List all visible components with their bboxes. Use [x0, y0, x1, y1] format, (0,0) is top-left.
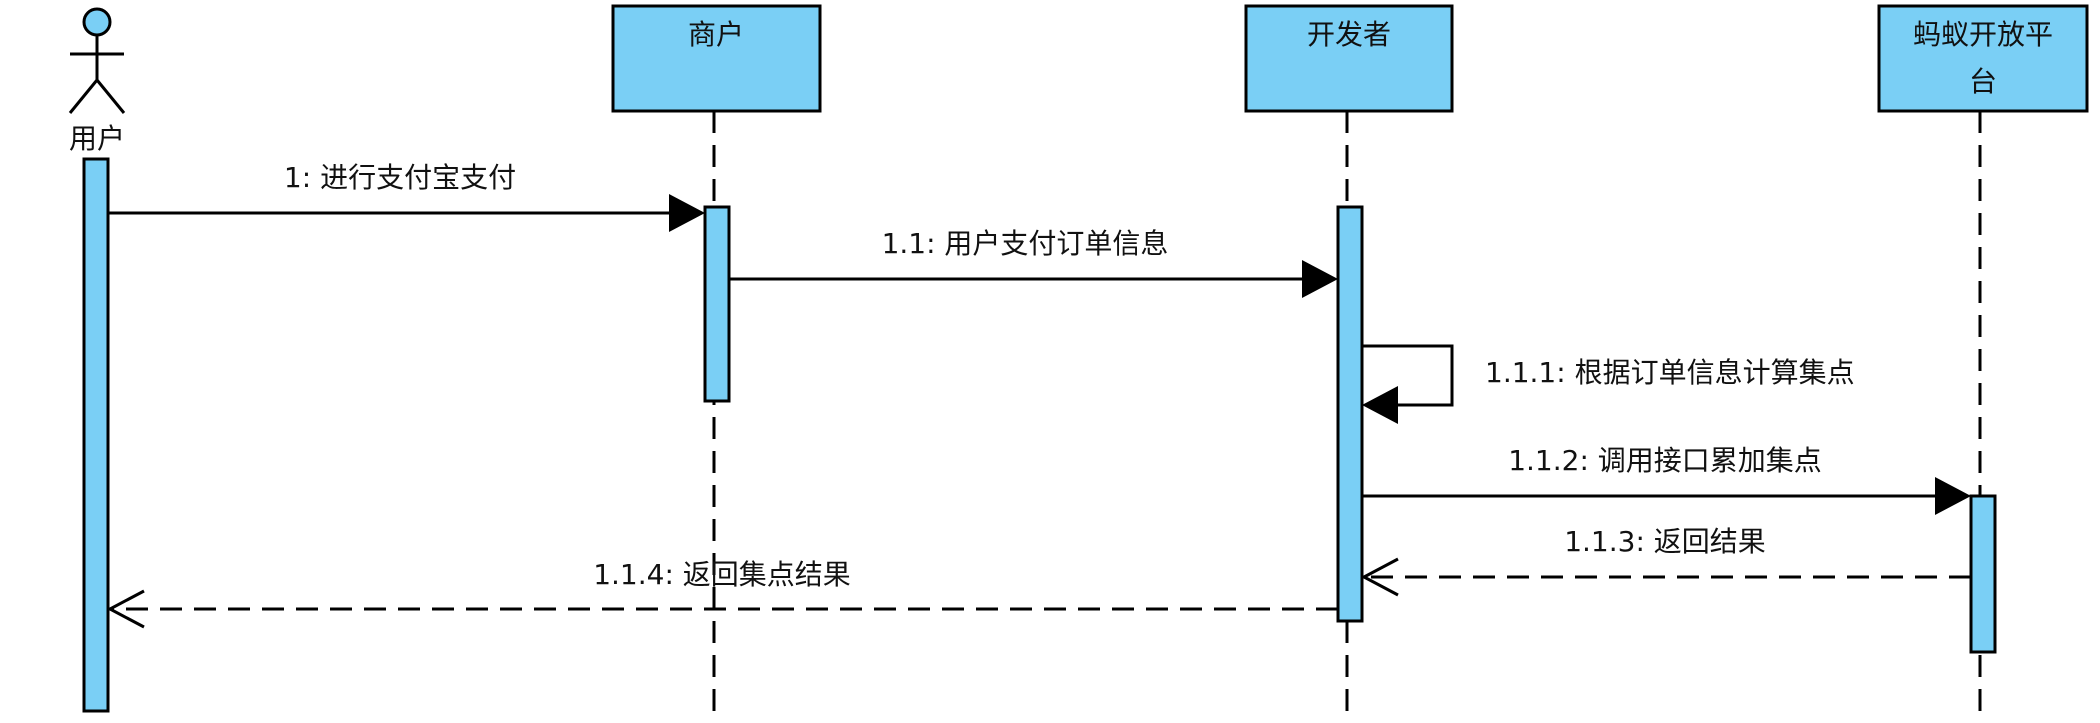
filled-arrowhead-icon: [669, 194, 705, 232]
message-label: 1.1.1: 根据订单信息计算集点: [1485, 356, 1855, 389]
self-loop-line: [1362, 344, 1454, 407]
filled-arrowhead-icon: [1302, 260, 1338, 298]
participant-box: [611, 4, 822, 113]
message-label: 1: 进行支付宝支付: [284, 161, 516, 194]
message-label: 1.1.3: 返回结果: [1564, 525, 1766, 558]
message-1-1-4-return[interactable]: 1.1.4: 返回集点结果: [106, 558, 1338, 629]
message-1-1-2[interactable]: 1.1.2: 调用接口累加集点: [1362, 444, 1971, 515]
actor-label: 用户: [69, 122, 125, 155]
activation-merchant: [703, 205, 731, 403]
message-1-1-1-self[interactable]: 1.1.1: 根据订单信息计算集点: [1362, 344, 1855, 424]
actor-head: [82, 7, 112, 37]
actor-leg-left: [68, 79, 99, 114]
message-1-1-3-return[interactable]: 1.1.3: 返回结果: [1360, 525, 1971, 597]
message-label: 1.1: 用户支付订单信息: [882, 227, 1169, 260]
message-1[interactable]: 1: 进行支付宝支付: [108, 161, 705, 232]
message-label: 1.1.4: 返回集点结果: [593, 558, 851, 591]
activation-ant: [1969, 494, 1997, 654]
participant-ant-open-platform[interactable]: 蚂蚁开放平 台: [1877, 4, 2089, 113]
filled-arrowhead-icon: [1935, 477, 1971, 515]
activation-developer: [1336, 205, 1364, 623]
open-arrowhead-icon: [106, 589, 145, 629]
activation-user: [82, 157, 110, 713]
actor-user[interactable]: 用户: [68, 7, 126, 155]
participant-label: 商户: [688, 18, 744, 51]
participant-merchant[interactable]: 商户: [611, 4, 822, 113]
participant-label-line2: 台: [1969, 65, 1997, 98]
message-1-1[interactable]: 1.1: 用户支付订单信息: [729, 227, 1338, 298]
open-arrowhead-icon: [1360, 557, 1399, 597]
message-label: 1.1.2: 调用接口累加集点: [1508, 444, 1822, 477]
participant-label-line1: 蚂蚁开放平: [1913, 18, 2053, 51]
participant-box: [1877, 4, 2089, 113]
filled-arrowhead-icon: [1362, 386, 1398, 424]
participant-label: 开发者: [1307, 18, 1391, 51]
participant-developer[interactable]: 开发者: [1244, 4, 1454, 113]
actor-leg-right: [95, 79, 126, 114]
participant-box: [1244, 4, 1454, 113]
